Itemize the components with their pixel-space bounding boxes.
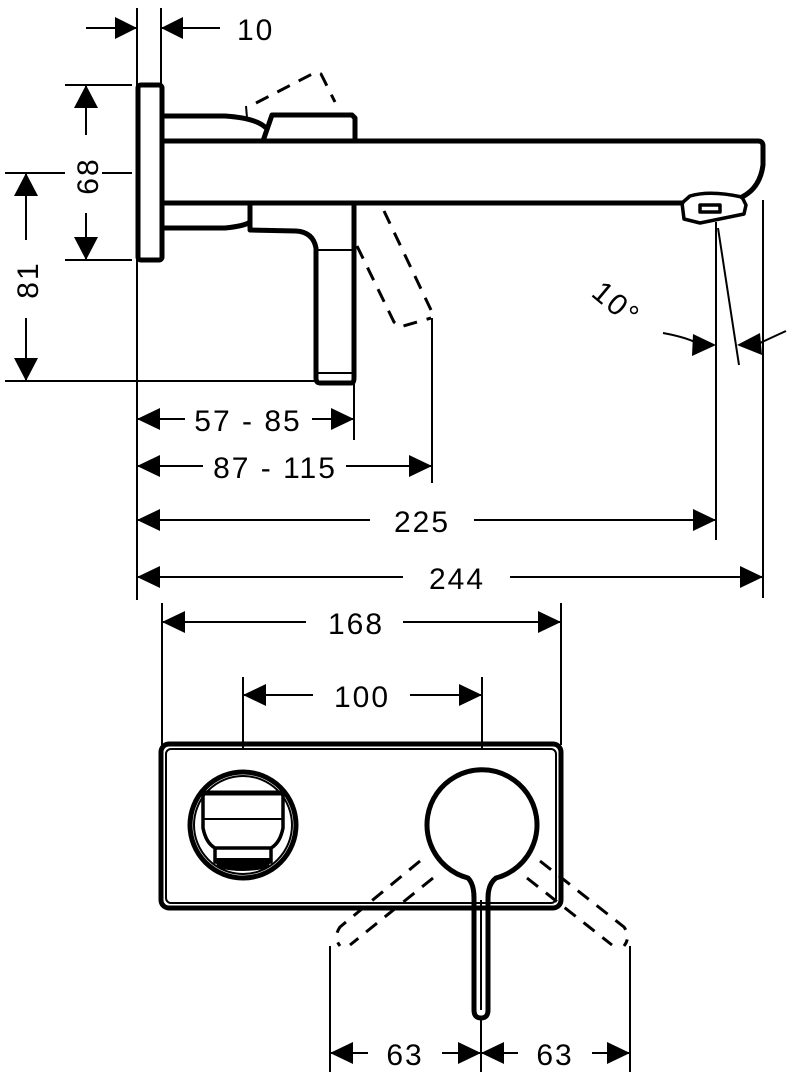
lever-swing-right-outer <box>539 859 629 947</box>
dim-label-plate-width: 168 <box>328 608 384 641</box>
spout <box>160 138 766 225</box>
cover-plate <box>158 741 564 911</box>
lever-swing-right-inner <box>526 876 613 947</box>
arrow-icon <box>14 173 38 196</box>
arrow-icon <box>137 509 160 531</box>
arrow-icon <box>607 1042 630 1064</box>
arrow-icon <box>330 1042 353 1064</box>
dim-spout-reach-total: 244 <box>137 563 763 596</box>
dim-rosette-depth: 10 <box>86 14 274 47</box>
arrow-icon <box>74 237 98 260</box>
arrow-icon <box>692 334 716 356</box>
dim-outlet-angle: 10° <box>586 275 787 356</box>
dim-spout-to-lever: 100 <box>243 681 482 714</box>
arrow-icon <box>458 1042 481 1064</box>
arrow-icon <box>409 455 432 477</box>
arrow-icon <box>115 17 137 39</box>
dim-label-outlet-angle: 10° <box>586 275 647 333</box>
arrow-icon <box>331 408 354 430</box>
side-view: 10 68 81 <box>5 8 787 600</box>
dim-label-rosette-depth: 10 <box>237 14 274 47</box>
aerator-front <box>214 858 272 871</box>
lever-swing-left-inner <box>349 876 434 947</box>
lever-front <box>335 767 629 1021</box>
spout-front <box>187 769 299 881</box>
dim-lever-height: 81 <box>12 173 45 381</box>
dim-label-spout-reach-total: 244 <box>429 563 485 596</box>
arrow-icon <box>243 684 266 706</box>
dim-label-lever-projection: 57 - 85 <box>194 405 301 438</box>
dim-label-rosette-height: 68 <box>72 157 105 194</box>
dim-label-lever-swing-right: 63 <box>536 1039 573 1072</box>
dim-label-spout-to-lever: 100 <box>334 681 390 714</box>
arrow-icon <box>538 611 561 633</box>
lever-swing-left-outer <box>335 859 421 947</box>
dim-rosette-height: 68 <box>72 85 105 260</box>
arrow-icon <box>693 509 716 531</box>
dim-lever-swing-left: 63 <box>330 1039 481 1072</box>
rosette <box>135 82 165 263</box>
lever-swing-outline-upper <box>255 70 337 105</box>
dim-label-spout-reach-outlet: 225 <box>394 506 450 539</box>
arrow-icon <box>740 566 763 588</box>
lever <box>247 202 357 386</box>
lever-swing-outline-lower <box>355 210 433 329</box>
arrow-icon <box>161 17 183 39</box>
arrow-icon <box>74 85 98 108</box>
dim-label-lever-swing-left: 63 <box>386 1039 423 1072</box>
arrow-icon <box>481 1042 504 1064</box>
dim-label-lever-swing-projection: 87 - 115 <box>213 452 337 485</box>
dim-spout-reach-outlet: 225 <box>137 506 716 539</box>
front-view: 168 100 <box>158 603 631 1072</box>
arrow-icon <box>137 408 160 430</box>
arrow-icon <box>737 333 762 355</box>
arrow-icon <box>162 611 185 633</box>
aerator-slot <box>698 203 722 214</box>
dim-label-lever-height: 81 <box>12 261 45 298</box>
dim-lever-swing-right: 63 <box>481 1039 630 1072</box>
aerator <box>680 191 748 225</box>
arrow-icon <box>14 358 38 381</box>
arrow-icon <box>137 455 160 477</box>
arrow-icon <box>137 566 160 588</box>
arrow-icon <box>459 684 482 706</box>
dim-lever-swing-projection: 87 - 115 <box>137 452 432 485</box>
dim-plate-width: 168 <box>162 608 561 641</box>
dim-lever-projection: 57 - 85 <box>137 405 354 438</box>
